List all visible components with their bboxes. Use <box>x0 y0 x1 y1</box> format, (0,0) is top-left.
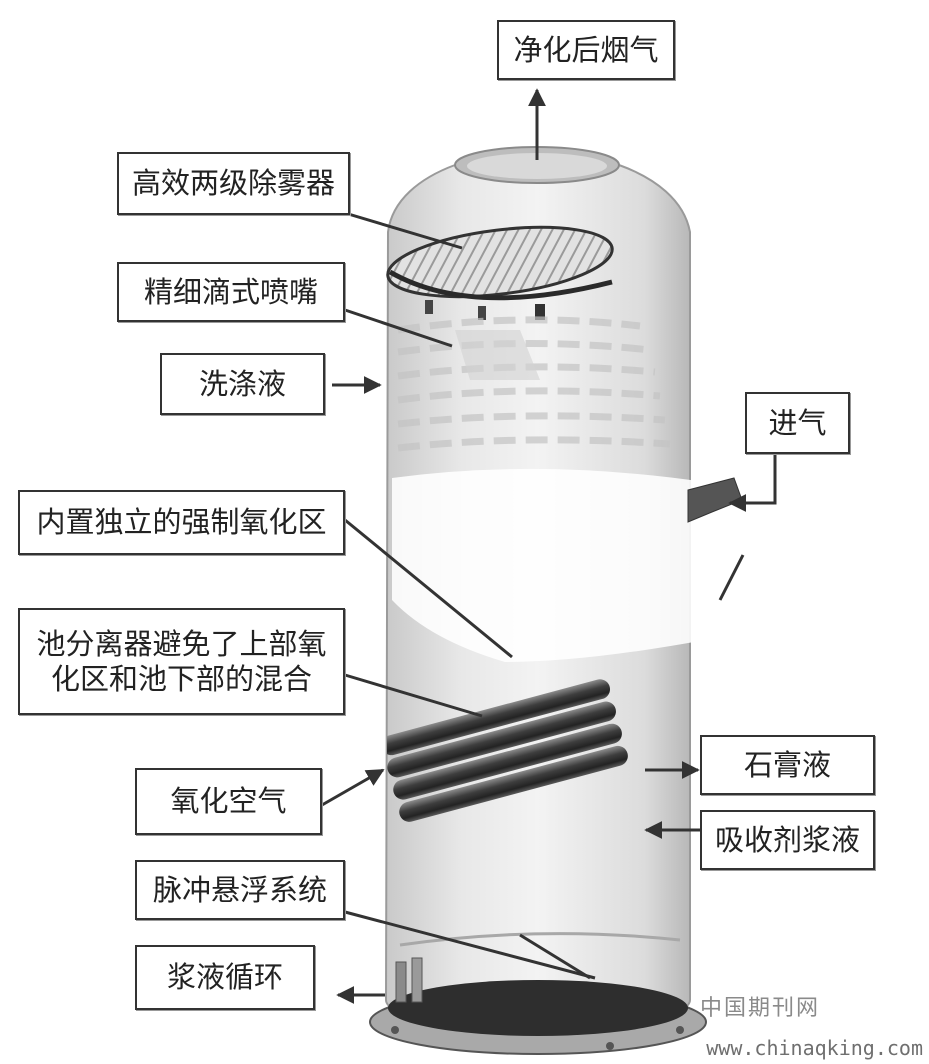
nozzle-header <box>478 306 486 320</box>
label-spray-nozzle: 精细滴式喷嘴 <box>117 262 345 322</box>
label-slurry-circulation: 浆液循环 <box>135 945 315 1010</box>
pool-separator-tubes <box>387 679 628 822</box>
label-wash-liquid: 洗涤液 <box>160 353 325 415</box>
label-clean-flue-gas: 净化后烟气 <box>497 20 675 80</box>
label-demister: 高效两级除雾器 <box>117 152 350 215</box>
label-text: 脉冲悬浮系统 <box>152 872 327 907</box>
flange-bolt <box>391 1026 399 1034</box>
label-pool-separator: 池分离器避免了上部氧 化区和池下部的混合 <box>18 608 345 715</box>
flange-bolt <box>606 1042 614 1050</box>
separator-tube <box>387 701 616 778</box>
label-text: 浆液循环 <box>166 960 283 995</box>
top-outlet-opening <box>467 153 607 179</box>
leader-pulse-suspension-2 <box>519 933 591 980</box>
label-pulse-suspension: 脉冲悬浮系统 <box>135 860 345 920</box>
arrow-oxidation-air <box>321 768 385 807</box>
nozzle-header <box>535 304 545 320</box>
label-gas-inlet: 进气 <box>745 392 850 454</box>
label-absorbent-slurry: 吸收剂浆液 <box>700 810 875 870</box>
watermark-site-name: 中国期刊网 <box>700 996 821 1021</box>
separator-tube <box>399 745 628 822</box>
gas-inlet-duct <box>687 477 743 523</box>
flange-bolt <box>676 1026 684 1034</box>
arrow-gas-inlet <box>728 455 777 512</box>
label-text: 内置独立的强制氧化区 <box>36 505 327 540</box>
label-oxidation-zone: 内置独立的强制氧化区 <box>18 490 345 555</box>
label-oxidation-air: 氧化空气 <box>135 768 322 835</box>
inlet-edge-line <box>718 554 745 601</box>
nozzle-header <box>425 300 433 314</box>
label-text: 高效两级除雾器 <box>131 166 335 201</box>
demister-layer <box>386 225 614 299</box>
circulation-pipe <box>411 957 423 1003</box>
separator-tube <box>393 723 622 800</box>
spray-zone <box>397 316 671 452</box>
label-text: 吸收剂浆液 <box>714 822 860 857</box>
demister-rim <box>388 269 613 301</box>
leader-demister <box>344 211 463 250</box>
tank-bottom <box>388 980 688 1036</box>
label-text: 氧化空气 <box>170 784 287 819</box>
label-text: 精细滴式喷嘴 <box>143 274 318 309</box>
label-text: 石膏液 <box>743 747 831 782</box>
leader-spray-nozzle <box>344 308 453 348</box>
leader-pulse-suspension <box>344 910 596 980</box>
label-gypsum-slurry: 石膏液 <box>700 735 875 795</box>
spray-cone <box>455 330 540 380</box>
separator-tube <box>387 679 611 756</box>
leader-oxidation-zone <box>344 518 513 659</box>
pulse-suspension-ring <box>399 932 681 947</box>
label-text-line1: 池分离器避免了上部氧 <box>36 626 327 661</box>
watermark-url: www.chinaqking.com <box>706 1036 923 1060</box>
label-text-line2: 化区和池下部的混合 <box>50 661 312 696</box>
leader-pool-separator <box>344 673 483 718</box>
circulation-pipe <box>395 961 407 1003</box>
label-text: 进气 <box>768 405 827 440</box>
label-text: 洗涤液 <box>198 366 286 401</box>
label-text: 净化后烟气 <box>513 32 659 67</box>
inlet-gas-zone <box>392 468 705 662</box>
